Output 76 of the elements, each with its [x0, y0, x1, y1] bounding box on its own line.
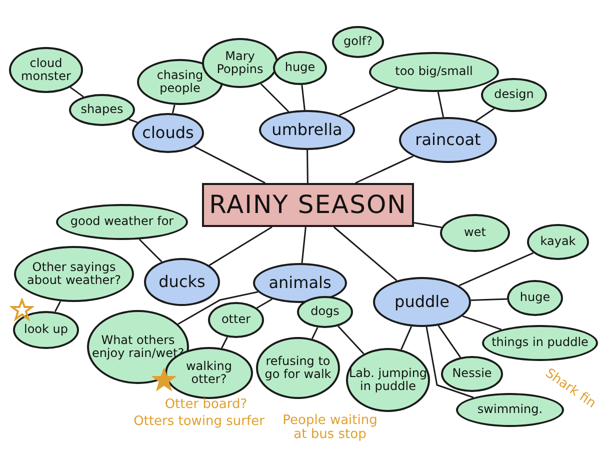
idea-ellipse [273, 51, 327, 85]
topic-ellipse [132, 113, 204, 153]
idea-ellipse [332, 26, 384, 58]
connector-line [437, 92, 444, 118]
node-text: otter [221, 313, 251, 327]
connector-line [208, 226, 272, 266]
title-box [202, 183, 414, 227]
node-text: huge [520, 291, 550, 305]
idea-ellipse [208, 302, 264, 338]
annotation-note: People waiting at bus stop [282, 414, 378, 443]
node-text: design [494, 88, 534, 102]
connector-line [438, 325, 462, 358]
node-text: good weather for [70, 215, 174, 229]
annotation-note: Otter board? [164, 398, 248, 412]
node-text: ducks [158, 273, 206, 291]
idea-ellipse [13, 311, 79, 349]
node-text: animals [268, 274, 332, 292]
node-text: cloud monster [20, 56, 72, 84]
node-text: refusing to go for walk [264, 354, 332, 382]
node-text: Lab. jumping in puddle [348, 366, 428, 394]
connector-line [54, 300, 62, 312]
node-text: What others enjoy rain/wet? [90, 334, 186, 360]
connector-line [414, 222, 442, 228]
connector-line [338, 326, 364, 354]
node-text: raincoat [415, 131, 481, 149]
node-text: too big/small [395, 65, 473, 79]
idea-ellipse [202, 38, 278, 88]
connector-line [306, 150, 308, 183]
connector-line [462, 315, 502, 330]
connector-line [301, 226, 306, 264]
idea-ellipse [297, 296, 353, 328]
node-text: huge [284, 61, 316, 75]
node-text: chasing people [156, 68, 204, 96]
idea-ellipse [69, 94, 135, 126]
idea-ellipse [441, 356, 503, 392]
idea-ellipse [527, 224, 589, 260]
node-text: things in puddle [492, 336, 588, 350]
node-text: Nessie [452, 367, 492, 381]
node-text: kayak [540, 235, 576, 249]
connector-line [301, 84, 306, 110]
topic-ellipse [144, 258, 220, 306]
node-text: Other sayings about weather? [26, 260, 122, 288]
connector-line [400, 326, 412, 350]
node-text: look up [24, 323, 68, 337]
connector-line [256, 298, 272, 309]
connector-line [178, 291, 258, 325]
annotation-note: Otters towing surfer [132, 415, 266, 430]
node-text: walking otter? [184, 360, 233, 386]
connector-line [260, 83, 290, 112]
idea-ellipse [481, 78, 547, 112]
connector-line [475, 108, 495, 122]
node-text: Mary Poppins [216, 50, 264, 76]
connector-line [311, 327, 318, 340]
node-text: wet [464, 226, 486, 240]
connector-line [70, 86, 84, 98]
node-text: puddle [394, 293, 450, 311]
connector-line [221, 336, 228, 348]
connector-line [128, 118, 138, 124]
connector-line [426, 326, 474, 398]
connector-line [339, 88, 398, 116]
topic-ellipse [373, 277, 471, 327]
node-text: dogs [310, 305, 340, 319]
connector-line [333, 226, 398, 282]
node-text: golf? [344, 35, 372, 49]
connector-line [194, 146, 266, 184]
node-text: RAINY SEASON [209, 191, 407, 219]
connector-line [470, 298, 508, 302]
node-text: umbrella [272, 121, 342, 139]
idea-ellipse [507, 280, 563, 316]
connector-line [172, 104, 176, 114]
node-text: clouds [142, 124, 194, 142]
connector-line [458, 252, 534, 286]
connector-line [355, 156, 414, 184]
connector-line [138, 238, 162, 262]
node-text: shapes [80, 103, 124, 117]
node-text: swimming. [477, 403, 543, 417]
